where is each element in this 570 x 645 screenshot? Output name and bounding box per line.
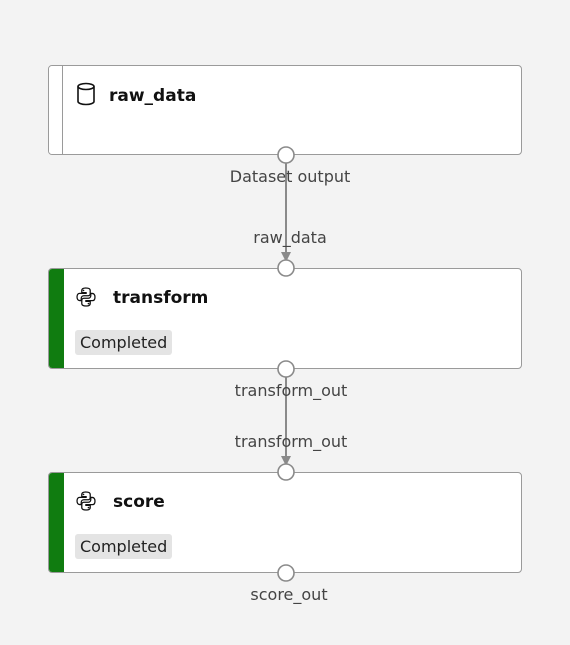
port-label-raw-data-input: raw_data <box>253 228 327 247</box>
node-raw-data[interactable]: raw_data <box>48 65 522 155</box>
status-stripe <box>49 473 64 572</box>
status-badge: Completed <box>75 534 173 559</box>
port-label-transform-out: transform_out <box>234 381 348 400</box>
python-icon <box>76 491 96 511</box>
status-badge: Completed <box>75 330 173 355</box>
port-label-transform-out-input: transform_out <box>234 432 348 451</box>
node-title: transform <box>113 288 209 308</box>
status-stripe <box>49 269 64 368</box>
node-score[interactable]: score Completed <box>48 472 522 573</box>
node-stripe <box>49 66 63 154</box>
port-label-dataset-output: Dataset output <box>229 167 351 186</box>
node-title: raw_data <box>109 86 197 106</box>
node-title: score <box>113 492 165 512</box>
port-label-score-out: score_out <box>250 585 328 604</box>
dataset-cylinder-icon <box>77 82 95 106</box>
node-transform[interactable]: transform Completed <box>48 268 522 369</box>
python-icon <box>76 287 96 307</box>
